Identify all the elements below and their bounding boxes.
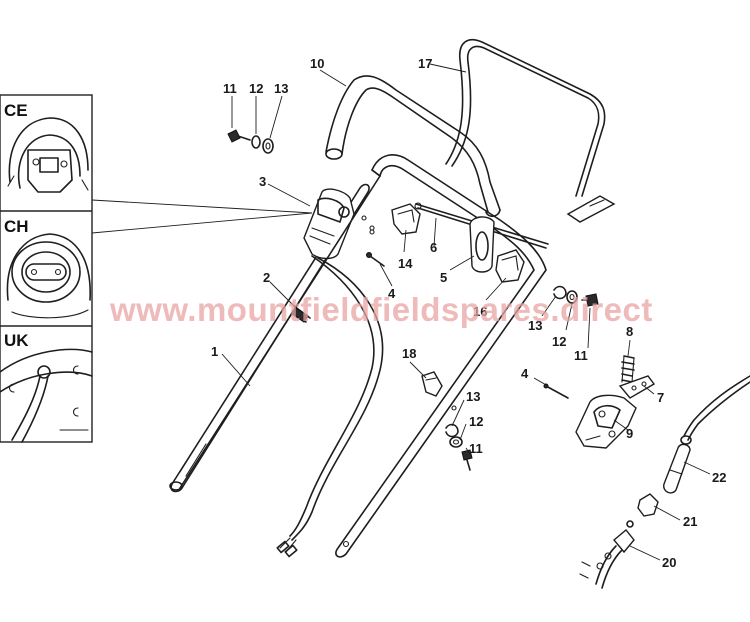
callout-1: 1 — [211, 344, 218, 359]
callout-22: 22 — [712, 470, 726, 485]
part-20-cable-end — [579, 520, 635, 589]
callout-8: 8 — [626, 324, 633, 339]
callout-10: 10 — [310, 56, 324, 71]
callout-12-right: 12 — [552, 334, 566, 349]
callout-13-upper: 13 — [274, 81, 288, 96]
part-17-drive-bail — [445, 38, 616, 223]
handle-frame-right — [179, 154, 547, 558]
callout-18: 18 — [402, 346, 416, 361]
part-16-clip — [495, 249, 525, 283]
part-5-cable-guide — [469, 216, 495, 273]
callout-4-upper: 4 — [388, 286, 396, 301]
inset-uk: UK — [0, 331, 93, 443]
hardware-upper-left — [227, 129, 274, 154]
part-22-adjuster — [663, 435, 692, 494]
callout-labels: 10 17 11 12 13 3 2 1 14 4 6 5 16 13 12 1… — [211, 56, 726, 570]
inset-ce-label: CE — [4, 101, 28, 120]
callout-9: 9 — [626, 426, 633, 441]
callout-12-lower: 12 — [469, 414, 483, 429]
inset-ch: CH — [4, 217, 91, 319]
part-10-upper-handle — [325, 75, 501, 218]
leader-lines — [221, 63, 711, 561]
hardware-right — [553, 285, 599, 307]
callout-11-upper: 11 — [223, 81, 237, 96]
callout-20: 20 — [662, 555, 676, 570]
watermark-text: www.mountfieldfieldspares.direct — [109, 291, 653, 328]
callout-6: 6 — [430, 240, 437, 255]
callout-3: 3 — [259, 174, 266, 189]
part-3-switch-box — [303, 188, 355, 260]
part-21-nut — [637, 493, 659, 517]
callout-14: 14 — [398, 256, 413, 271]
part-9-lever-bracket — [575, 394, 637, 449]
inset-uk-label: UK — [4, 331, 29, 350]
part-8-spring — [621, 355, 635, 383]
callout-21: 21 — [683, 514, 697, 529]
callout-13-lower: 13 — [466, 389, 480, 404]
control-cable — [276, 255, 384, 558]
part-7-bracket — [618, 375, 656, 399]
inset-panel: CE CH UK — [0, 94, 313, 443]
callout-7: 7 — [657, 390, 664, 405]
callout-4-lower: 4 — [521, 366, 529, 381]
part-4-bolt-upper — [366, 252, 385, 267]
drive-cable — [683, 375, 750, 441]
callout-13-right: 13 — [528, 318, 542, 333]
callout-12-upper: 12 — [249, 81, 263, 96]
callout-17: 17 — [418, 56, 432, 71]
part-2-cable-clip — [291, 305, 311, 323]
part-18-clip — [421, 371, 443, 397]
inset-ch-label: CH — [4, 217, 29, 236]
callout-16: 16 — [473, 304, 487, 319]
callout-11-lower: 11 — [469, 441, 483, 456]
part-14-clip — [391, 203, 421, 235]
callout-2: 2 — [263, 270, 270, 285]
callout-5: 5 — [440, 270, 447, 285]
inset-ce: CE — [4, 101, 89, 193]
callout-11-right: 11 — [574, 348, 588, 363]
